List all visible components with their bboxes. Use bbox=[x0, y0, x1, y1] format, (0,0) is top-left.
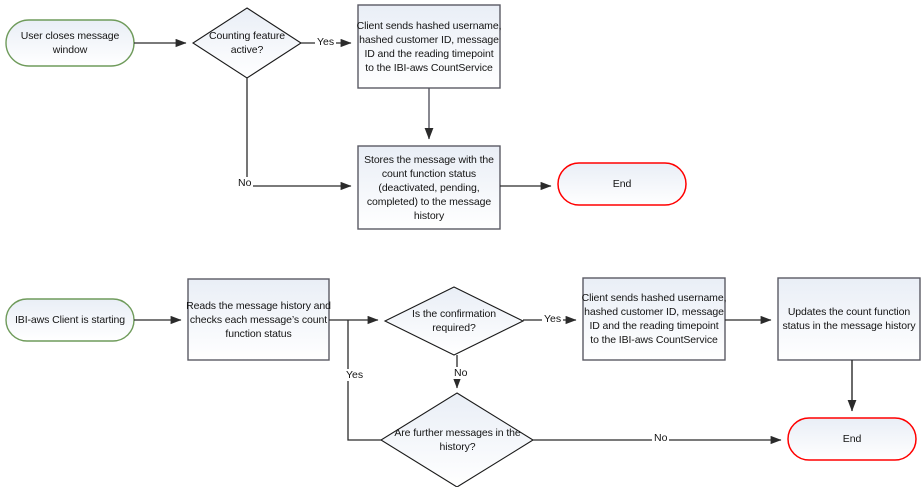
node-end-bottom[interactable] bbox=[787, 417, 917, 461]
node-process-reads-history[interactable] bbox=[187, 278, 330, 361]
node-process-updates-status[interactable] bbox=[777, 277, 921, 361]
node-decision-counting-feature[interactable] bbox=[191, 7, 303, 79]
node-end-top[interactable] bbox=[557, 162, 687, 206]
edge-label-yes-confirmation: Yes bbox=[542, 313, 564, 325]
edge-label-no-counting: No bbox=[236, 177, 254, 189]
node-start-client-starting[interactable] bbox=[5, 298, 135, 342]
edge-label-no-confirmation: No bbox=[452, 367, 470, 379]
node-decision-further-messages[interactable] bbox=[379, 392, 535, 487]
edge-label-yes-loop: Yes bbox=[344, 369, 366, 381]
edge-label-yes-counting: Yes bbox=[315, 36, 337, 48]
connector-further-yes-loop-back bbox=[347, 320, 381, 441]
node-process-client-sends-2[interactable] bbox=[582, 277, 726, 361]
node-decision-confirmation-required[interactable] bbox=[383, 286, 525, 356]
node-process-stores-message[interactable] bbox=[357, 145, 501, 230]
edge-label-no-further: No bbox=[652, 432, 670, 444]
node-process-client-sends-1[interactable] bbox=[357, 4, 501, 89]
connector-decision-no-to-stores bbox=[246, 78, 352, 191]
node-start-user-closes[interactable] bbox=[5, 19, 135, 67]
